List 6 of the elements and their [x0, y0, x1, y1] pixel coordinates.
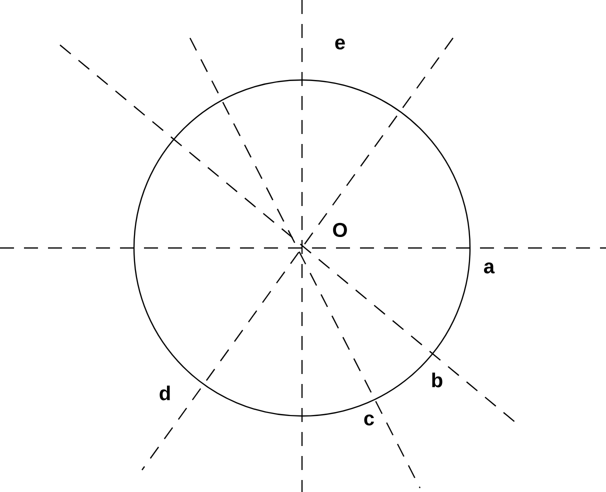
point-label: e — [335, 38, 345, 50]
point-label: b — [432, 372, 442, 388]
point-label: d — [160, 386, 170, 400]
point-label: O — [333, 222, 347, 238]
point-label: a — [484, 262, 495, 274]
point-label: c — [364, 414, 374, 426]
